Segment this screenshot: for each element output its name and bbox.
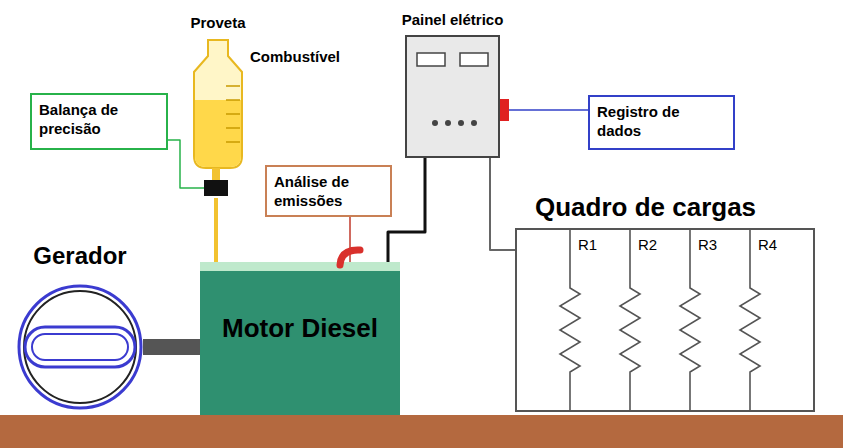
part-name: Motor Diesel	[222, 313, 378, 344]
callout-box: Análise de emissões	[265, 165, 392, 217]
drive-shaft	[143, 339, 200, 355]
generator-shape	[17, 284, 143, 410]
callout-number: R3	[698, 236, 717, 253]
leader-line	[168, 140, 190, 188]
leader-line	[349, 217, 351, 262]
fluid-label: Combustível	[250, 48, 340, 65]
callout-number: R1	[578, 236, 597, 253]
callout-number: R2	[638, 236, 657, 253]
graduated-cylinder: Proveta	[190, 38, 246, 198]
graduated-cylinder-shape	[190, 38, 246, 198]
power-cable	[490, 158, 515, 250]
part-name: Quadro de cargas	[535, 192, 756, 222]
resistor-symbol	[620, 228, 640, 412]
generator: Gerador	[17, 284, 143, 410]
diesel-engine: Motor Diesel	[200, 262, 400, 415]
box-label: Registro de dados	[597, 102, 726, 140]
resistor-symbol	[680, 228, 700, 412]
part-name: Gerador	[33, 242, 126, 270]
resistor-symbol	[740, 228, 760, 412]
ground-bar	[0, 415, 843, 448]
part-name: Painel elétrico	[402, 10, 504, 29]
fuel-line	[214, 198, 218, 262]
electric-panel: Painel elétrico	[405, 35, 500, 158]
power-cable	[388, 158, 425, 262]
part-name: Proveta	[190, 13, 245, 32]
box-label: Balança de precisão	[39, 100, 159, 138]
resistor-symbol	[560, 228, 580, 412]
callout-number: R4	[758, 236, 777, 253]
callout-box: Balança de precisão	[30, 93, 168, 150]
data-line	[500, 109, 588, 111]
box-label: Análise de emissões	[274, 172, 383, 210]
load-bank: Quadro de cargas	[515, 228, 815, 412]
load-bank-shape	[515, 228, 815, 412]
callout-box: Registro de dados	[588, 95, 735, 150]
electric-panel-shape	[405, 35, 500, 158]
